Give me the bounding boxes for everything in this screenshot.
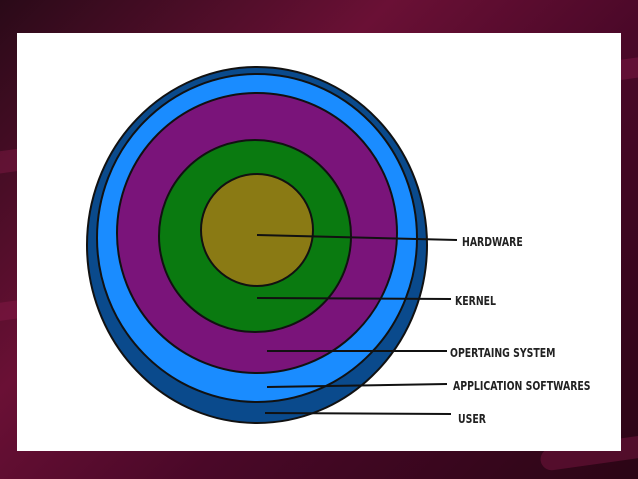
white-content-panel: HARDWARE KERNEL OPERTAING SYSTEM APPLICA…: [17, 33, 621, 451]
label-user: USER: [458, 412, 487, 426]
label-hardware: HARDWARE: [462, 235, 523, 249]
leader-line-user: [264, 412, 452, 415]
layer-ring-hardware: [200, 173, 314, 287]
leader-line-kernel: [256, 297, 452, 300]
label-application-softwares: APPLICATION SOFTWARES: [453, 379, 591, 393]
label-operating-system: OPERTAING SYSTEM: [450, 346, 555, 360]
leader-line-application-softwares: [266, 383, 448, 388]
os-layers-diagram: HARDWARE KERNEL OPERTAING SYSTEM APPLICA…: [86, 66, 591, 426]
label-kernel: KERNEL: [455, 294, 496, 308]
leader-line-hardware: [256, 234, 458, 241]
